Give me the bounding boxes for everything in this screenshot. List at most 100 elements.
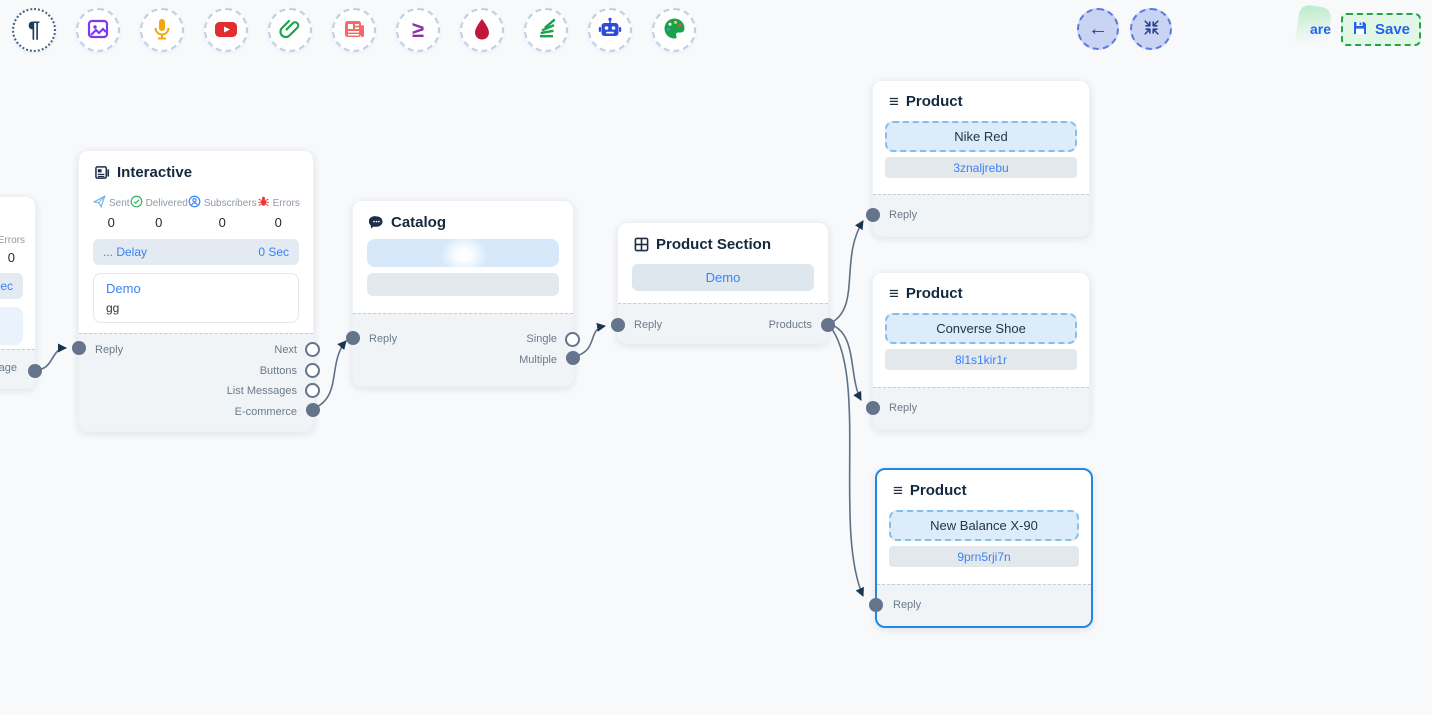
sent-icon — [92, 195, 106, 211]
catalog-reply-handle[interactable] — [346, 331, 360, 345]
node-title: Product — [905, 285, 963, 302]
message-node-partial[interactable]: Errors 0 0 Sec Message — [0, 196, 42, 389]
toolbar-bot-button[interactable] — [588, 8, 632, 52]
interactive-next-handle[interactable] — [305, 342, 320, 357]
paperclip-icon — [278, 17, 302, 44]
product-section-node[interactable]: Product Section Demo Reply Products — [611, 222, 835, 344]
product-name-box[interactable]: Converse Shoe — [885, 313, 1077, 344]
product-node-2[interactable]: ≡ Product Converse Shoe 8l1s1kir1r Reply — [866, 272, 1090, 430]
toolbar-text-button[interactable]: ¶ — [12, 8, 56, 52]
toolbar-audio-button[interactable] — [140, 8, 184, 52]
interactive-reply-handle[interactable] — [72, 341, 86, 355]
output-label-message: Message — [0, 362, 17, 374]
product-section-products-handle[interactable] — [821, 318, 835, 332]
delay-chip[interactable]: ... Delay 0 Sec — [93, 239, 299, 265]
product-node-1[interactable]: ≡ Product Nike Red 3znaljrebu Reply — [866, 80, 1090, 237]
toolbar-palette-button[interactable] — [652, 8, 696, 52]
reply-label: Reply — [889, 209, 918, 221]
edge-products-to-product3 — [828, 324, 864, 597]
toolbar-news-button[interactable] — [332, 8, 376, 52]
save-icon — [1352, 20, 1368, 40]
stats-row: Sent 0 Delivered 0 Subscribers 0 Errors … — [79, 185, 313, 230]
fit-view-button[interactable] — [1130, 8, 1172, 50]
toolbar-stack-button[interactable] — [524, 8, 568, 52]
stack-icon — [534, 17, 558, 44]
catalog-footer: Reply Single Multiple — [353, 313, 573, 386]
catalog-dropzone[interactable] — [367, 235, 559, 275]
toolbar-condition-button[interactable]: ≥ — [396, 8, 440, 52]
interactive-ecommerce-handle[interactable] — [306, 403, 320, 417]
youtube-icon — [213, 16, 239, 45]
delay-value: 0 Sec — [0, 279, 13, 293]
message-bubble[interactable] — [0, 307, 23, 345]
greater-equal-icon: ≥ — [411, 17, 425, 42]
toolbar-droplet-button[interactable] — [460, 8, 504, 52]
node-title: Interactive — [117, 164, 193, 181]
clipped-share-text: are — [1310, 21, 1332, 37]
message-output-handle[interactable] — [28, 364, 42, 378]
smudge-artifact — [439, 235, 488, 275]
interactive-message-box[interactable]: Demo gg — [93, 273, 299, 323]
product2-reply-handle[interactable] — [866, 401, 880, 415]
node-title: Product — [909, 482, 967, 499]
stat-errors-label: Errors — [0, 235, 25, 246]
toolbar-attachment-button[interactable] — [268, 8, 312, 52]
toolbar-video-button[interactable] — [204, 8, 248, 52]
node-title: Product Section — [656, 236, 772, 253]
interactive-node[interactable]: Interactive Sent 0 Delivered 0 Subscribe… — [72, 150, 320, 432]
product-retailer-id[interactable]: 8l1s1kir1r — [885, 349, 1077, 370]
catalog-node[interactable]: Catalog Reply Single Multiple — [346, 200, 580, 387]
product-section-body[interactable]: Demo — [632, 264, 814, 291]
product-node-3[interactable]: ≡ Product New Balance X-90 9prn5rji7n Re… — [869, 468, 1093, 628]
stat-errors: Errors 0 — [0, 235, 25, 265]
reply-label: Reply — [889, 402, 918, 414]
palette-icon — [662, 16, 687, 44]
delivered-icon — [130, 195, 143, 211]
reply-label: Reply — [893, 599, 922, 611]
catalog-multiple-handle[interactable] — [566, 351, 580, 365]
delay-label: ... Delay — [103, 245, 148, 259]
interactive-buttons-handle[interactable] — [305, 363, 320, 378]
product1-reply-handle[interactable] — [866, 208, 880, 222]
edge-products-to-product2 — [828, 323, 862, 401]
errors-icon — [257, 195, 270, 211]
droplet-icon — [471, 17, 493, 44]
stat-subscribers: Subscribers 0 — [188, 195, 257, 230]
back-arrow-icon: ← — [1088, 17, 1108, 40]
robot-icon — [597, 16, 623, 45]
back-button[interactable]: ← — [1077, 8, 1119, 50]
output-label-products: Products — [768, 319, 812, 331]
message-text: gg — [106, 301, 120, 315]
message-title: Demo — [106, 281, 141, 296]
save-label: Save — [1374, 21, 1411, 38]
product-section-icon — [634, 237, 649, 252]
stat-errors-value: 0 — [7, 250, 15, 265]
delay-chip[interactable]: 0 Sec — [0, 273, 23, 299]
stat-sent: Sent 0 — [92, 195, 130, 230]
stat-errors: Errors 0 — [257, 195, 300, 230]
subscribers-icon — [188, 195, 201, 211]
output-label-multiple: Multiple — [519, 354, 557, 366]
product-retailer-id[interactable]: 3znaljrebu — [885, 157, 1077, 178]
interactive-icon — [95, 165, 110, 180]
product-section-footer: Reply Products — [618, 303, 828, 343]
product-name-box[interactable]: New Balance X-90 — [889, 510, 1079, 541]
product3-reply-handle[interactable] — [869, 598, 883, 612]
product-footer: Reply — [873, 194, 1089, 236]
save-button[interactable]: Save — [1341, 13, 1421, 46]
product-footer: Reply — [877, 584, 1091, 626]
interactive-list-messages-handle[interactable] — [305, 383, 320, 398]
product-section-reply-handle[interactable] — [611, 318, 625, 332]
toolbar-image-button[interactable] — [76, 8, 120, 52]
catalog-icon — [369, 215, 384, 230]
product-name-box[interactable]: Nike Red — [885, 121, 1077, 152]
text-icon: ¶ — [27, 17, 41, 42]
product-retailer-id[interactable]: 9prn5rji7n — [889, 546, 1079, 567]
node-title: Catalog — [391, 214, 447, 231]
catalog-single-handle[interactable] — [565, 332, 580, 347]
product-icon: ≡ — [889, 284, 899, 303]
output-label-buttons: Buttons — [259, 365, 297, 377]
newspaper-icon — [342, 17, 366, 44]
output-label-next: Next — [274, 344, 297, 356]
